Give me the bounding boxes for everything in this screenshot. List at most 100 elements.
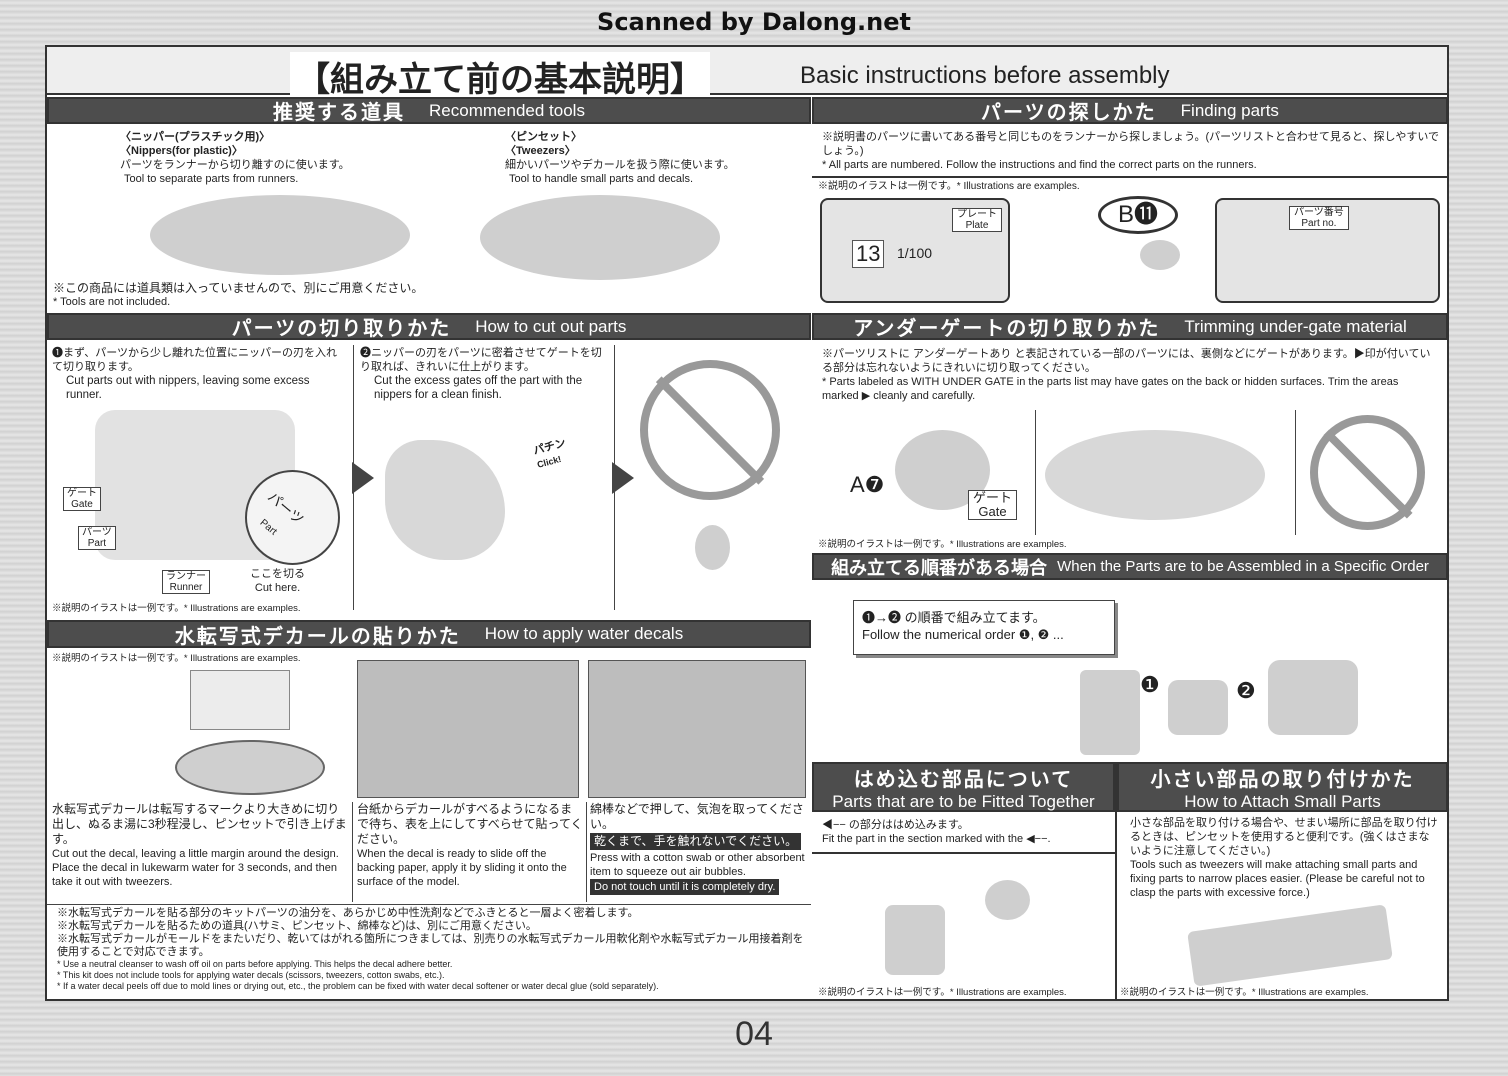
tools-header-en: Recommended tools [429, 100, 585, 120]
small-header-en: How to Attach Small Parts [1184, 791, 1381, 811]
cutting-header: パーツの切り取りかた How to cut out parts [47, 313, 811, 340]
small-example-note: ※説明のイラストは一例です。* Illustrations are exampl… [1120, 987, 1369, 998]
page-number: 04 [735, 1015, 773, 1053]
tweezers-desc-en: Tool to handle small parts and decals. [509, 173, 694, 185]
decal-step3-en: Press with a cotton swab or other absorb… [590, 852, 805, 878]
tools-note: ※この商品には道具類は入っていませんので、別にご用意ください。 * Tools … [53, 281, 423, 309]
fitted-text: ◀−− の部分ははめ込みます。 Fit the part in the sect… [822, 818, 1112, 846]
plate-number: 13 [852, 240, 885, 268]
fitted-en: Fit the part in the section marked with … [822, 833, 1051, 845]
undergate-header: アンダーゲートの切り取りかた Trimming under-gate mater… [812, 313, 1448, 340]
prohibited-icon [640, 360, 780, 500]
undergate-header-jp: アンダーゲートの切り取りかた [853, 316, 1161, 340]
cut-step1-jp: ❶まず、パーツから少し離れた位置にニッパーの刃を入れて切り取ります。 [52, 347, 338, 373]
small-jp: 小さな部品を取り付ける場合や、せまい場所に部品を取り付けるときは、ピンセットを使… [1130, 817, 1438, 857]
decal-note-en: * Use a neutral cleanser to wash off oil… [57, 959, 453, 969]
undergate-jp: ※パーツリストに アンダーゲートあり と表記されている一部のパーツには、裏側など… [822, 348, 1431, 374]
decals-example-note: ※説明のイラストは一例です。* Illustrations are exampl… [52, 653, 301, 664]
fitted-part-b [985, 880, 1030, 920]
scan-credit: Scanned by Dalong.net [597, 8, 911, 36]
zoom-circle: パーツ Part [245, 470, 340, 565]
tools-note-en: * Tools are not included. [53, 296, 171, 308]
clean-part-illustration [695, 525, 730, 570]
decals-header: 水転写式デカールの貼りかた How to apply water decals [47, 620, 811, 648]
decal-notes: ※水転写式デカールを貼る部分のキットパーツの油分を、あらかじめ中性洗剤などでふき… [57, 907, 805, 992]
order-end-part [1268, 660, 1358, 735]
cut-step2-en: Cut the excess gates off the part with t… [374, 375, 583, 401]
cut-step2-jp: ❷ニッパーの刃をパーツに密着させてゲートを切り取れば、きれいに仕上がります。 [360, 347, 602, 373]
order-jp: ❶→❷ の順番で組み立てます。 [862, 610, 1046, 625]
title-bar [47, 47, 1447, 95]
tools-header: 推奨する道具 Recommended tools [47, 97, 811, 124]
order-header-en: When the Parts are to be Assembled in a … [1057, 558, 1429, 575]
nippers-name-en: 〈Nippers(for plastic)〉 [120, 145, 243, 157]
cut-step1-en: Cut parts out with nippers, leaving some… [66, 375, 310, 401]
decal-note-jp: ※水転写式デカールを貼るための道具(ハサミ、ピンセット、綿棒など)は、別にご用意… [57, 920, 537, 932]
small-en: Tools such as tweezers will make attachi… [1130, 859, 1425, 899]
decal-apply-photo [357, 660, 579, 798]
decals-header-en: How to apply water decals [484, 624, 684, 643]
decals-header-jp: 水転写式デカールの貼りかた [174, 623, 461, 648]
decal-step1-en: Cut out the decal, leaving a little marg… [52, 848, 339, 888]
tools-header-jp: 推奨する道具 [273, 100, 406, 124]
fitted-header-jp: はめ込む部品について [853, 766, 1074, 791]
undergate-en: * Parts labeled as WITH UNDER GATE in th… [822, 376, 1399, 402]
fitted-example-note: ※説明のイラストは一例です。* Illustrations are exampl… [818, 987, 1067, 998]
order-header-jp: 組み立てる順番がある場合 [831, 557, 1048, 579]
decal-note-en: * This kit does not include tools for ap… [57, 970, 445, 980]
decal-step1: 水転写式デカールは転写するマークより大きめに切り出し、ぬるま湯に3秒程浸し、ピン… [52, 802, 348, 889]
fitted-header: はめ込む部品について Parts that are to be Fitted T… [812, 762, 1115, 812]
fitted-jp: ◀−− の部分ははめ込みます。 [822, 819, 969, 831]
fitted-header-en: Parts that are to be Fitted Together [832, 791, 1095, 811]
decal-note-jp: ※水転写式デカールを貼る部分のキットパーツの油分を、あらかじめ中性洗剤などでふき… [57, 907, 639, 919]
cutting-header-en: How to cut out parts [475, 316, 627, 336]
decal-step3: 綿棒などで押して、気泡を取ってください。 乾くまで、手を触れないでください。 P… [590, 802, 808, 895]
small-header-jp: 小さい部品の取り付けかた [1150, 766, 1415, 791]
tweezers-name-jp: 〈ピンセット〉 [505, 131, 582, 143]
decal-warning-en: Do not touch until it is completely dry. [590, 879, 780, 895]
decal-step3-jp: 綿棒などで押して、気泡を取ってください。 [590, 802, 804, 831]
decal-sheet-illustration [190, 670, 290, 730]
decal-step1-jp: 水転写式デカールは転写するマークより大きめに切り出し、ぬるま湯に3秒程浸し、ピン… [52, 802, 347, 846]
page-title-jp: 【組み立て前の基本説明】 [290, 52, 710, 101]
finding-example-note: ※説明のイラストは一例です。* Illustrations are exampl… [818, 181, 1080, 192]
tools-note-jp: ※この商品には道具類は入っていませんので、別にご用意ください。 [53, 281, 424, 295]
order-header: 組み立てる順番がある場合 When the Parts are to be As… [812, 553, 1448, 580]
finding-jp: ※説明書のパーツに書いてある番号と同じものをランナーから探しましょう。(パーツリ… [822, 131, 1440, 157]
finding-text: ※説明書のパーツに書いてある番号と同じものをランナーから探しましょう。(パーツリ… [822, 130, 1442, 172]
decal-step2: 台紙からデカールがすべるようになるまで待ち、表を上にしてすべらせて貼ってください… [357, 802, 583, 889]
decal-note-en: * If a water decal peels off due to mold… [57, 981, 659, 991]
tweezers-illustration [480, 195, 720, 280]
nippers-desc-en: Tool to separate parts from runners. [124, 173, 299, 185]
decal-warning-jp: 乾くまで、手を触れないでください。 [590, 833, 802, 850]
tweezers-desc-jp: 細かいパーツやデカールを扱う際に使います。 [505, 159, 735, 171]
nippers-info: 〈ニッパー(プラスチック用)〉 〈Nippers(for plastic)〉 パ… [120, 130, 350, 186]
undergate-part-label: A❼ [850, 472, 885, 497]
arrow-right-icon [612, 462, 634, 494]
decal-note-jp: ※水転写式デカールがモールドをまたいだり、乾いてはがれる箇所につきましては、別売… [57, 933, 804, 958]
fitted-part-a [885, 905, 945, 975]
finding-header-en: Finding parts [1180, 100, 1279, 120]
order-step1-marker: ❶ [1140, 672, 1160, 697]
order-note: ❶→❷ の順番で組み立てます。 Follow the numerical ord… [853, 600, 1115, 655]
part-illustration [1140, 240, 1180, 270]
order-step2-marker: ❷ [1236, 678, 1256, 703]
finding-header-jp: パーツの探しかた [981, 100, 1157, 124]
finding-header: パーツの探しかた Finding parts [812, 97, 1448, 124]
nippers-illustration [150, 195, 410, 275]
nippers-desc-jp: パーツをランナーから切り離すのに使います。 [120, 159, 350, 171]
cutting-header-jp: パーツの切り取りかた [231, 316, 452, 340]
order-base-part [1080, 670, 1140, 755]
cut-step2: ❷ニッパーの刃をパーツに密着させてゲートを切り取れば、きれいに仕上がります。 C… [360, 346, 610, 402]
small-header: 小さい部品の取り付けかた How to Attach Small Parts [1117, 762, 1448, 812]
undergate-header-en: Trimming under-gate material [1184, 316, 1407, 336]
tweezers-info: 〈ピンセット〉 〈Tweezers〉 細かいパーツやデカールを扱う際に使います。… [505, 130, 735, 186]
cut-step1: ❶まず、パーツから少し離れた位置にニッパーの刃を入れて切り取ります。 Cut p… [52, 346, 347, 402]
